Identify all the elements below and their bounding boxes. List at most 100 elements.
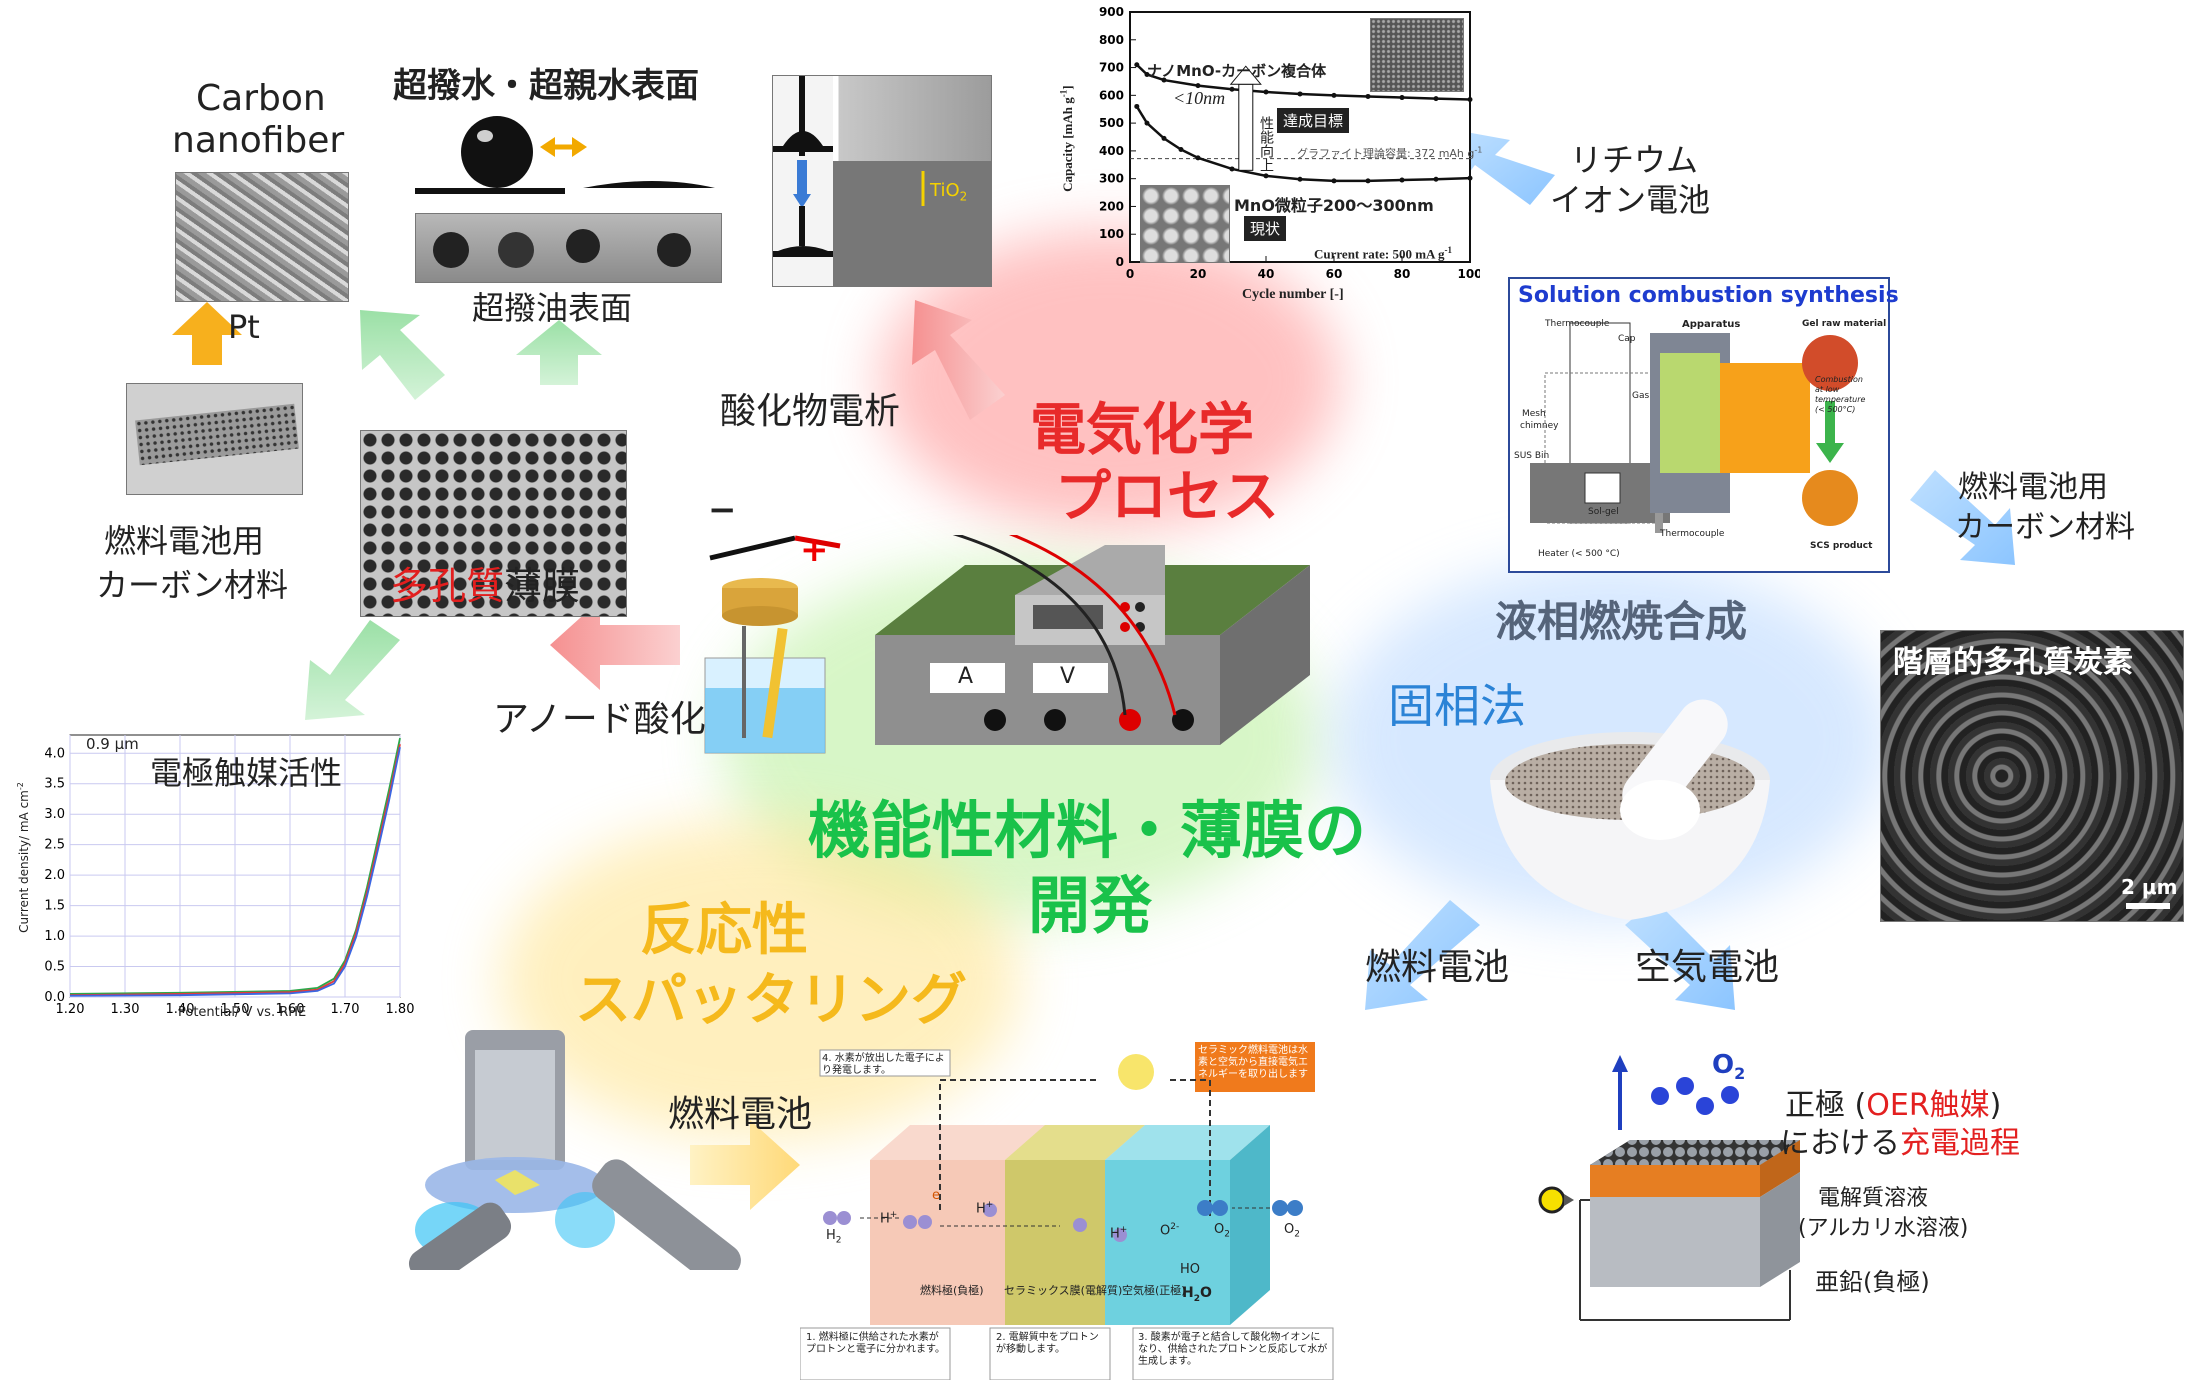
fc-o2-text-1: O xyxy=(1214,1222,1225,1237)
fc-h2o-o: O xyxy=(1199,1285,1212,1301)
cap-xtick-label: 100 xyxy=(1457,267,1480,281)
li-ion-label-1: リチウム xyxy=(1570,141,1699,179)
reactive-sputter-2: スパッタリング xyxy=(575,968,967,1033)
oer-charge-pre: における xyxy=(1780,1126,1900,1161)
cap-composite-label: ナノMnO-カーボン複合体 xyxy=(1147,62,1327,80)
scs-product: SCS product xyxy=(1810,541,1873,551)
fc-hplus-label-3: H+ xyxy=(1110,1225,1127,1241)
oer-o2-label: O2 xyxy=(1712,1050,1745,1083)
arrow-fuelcell-right xyxy=(1365,900,1480,1010)
lsv-ytick-label: 4.0 xyxy=(44,746,65,761)
center-title-1: 機能性材料・薄膜の xyxy=(808,794,1367,867)
lsv-xtick-label: 1.40 xyxy=(166,1002,195,1017)
scs-mesh: Mesh xyxy=(1522,409,1546,419)
tio2-sub: 2 xyxy=(959,189,968,204)
fuel-cell-diagram xyxy=(800,1042,1334,1380)
fc-step2-text: 2. 電解質中をプロトンが移動します。 xyxy=(996,1332,1099,1355)
lsv-ytick-label: 2.5 xyxy=(44,838,65,853)
lsv-series-green-line xyxy=(69,737,401,995)
fc-hplus-label-2: H+ xyxy=(976,1200,993,1216)
arrow-to-carbon-fiber xyxy=(360,310,445,400)
center-title-2: 開発 xyxy=(1028,869,1153,942)
scs-thermocouple-bot: Thermocouple xyxy=(1660,529,1725,539)
oer-close-text: ) xyxy=(1989,1088,2002,1123)
porous-film-sem-image xyxy=(360,430,627,617)
lsv-title: 電極触媒活性 xyxy=(150,754,343,792)
cap-xtick-label: 0 xyxy=(1126,267,1134,281)
electrochem-process-1: 電気化学 xyxy=(1030,398,1254,463)
lsv-ylabel-text: Current density/ mA cm xyxy=(16,790,31,933)
porous-red-text: 多孔質 xyxy=(390,564,505,608)
cap-ytick-label: 500 xyxy=(1099,116,1124,130)
lsv-series-blue-line xyxy=(69,747,401,997)
oleo-droplets xyxy=(433,229,691,268)
fc-step1-text: 1. 燃料極に供給された水素がプロトンと電子に分かれます。 xyxy=(806,1332,945,1355)
cap-lt10-label: <10nm xyxy=(1173,88,1226,108)
scs-panel: Solution combustion synthesis Thermocoup… xyxy=(1508,277,1899,573)
cap-xtick-label: 60 xyxy=(1326,267,1343,281)
lsv-ytick-label: 1.0 xyxy=(44,929,65,944)
fc-o2-sub-1: 2 xyxy=(1224,1229,1230,1240)
arrow-to-hier-carbon xyxy=(1910,470,2015,565)
fc-h2o-h: H xyxy=(1182,1285,1194,1301)
pt-tem-image xyxy=(126,383,303,495)
fc-h2-label: H2 xyxy=(826,1228,842,1246)
fc-o2-text-2: O xyxy=(1284,1222,1295,1237)
carbon-nanofiber-label-1: Carbon xyxy=(196,78,326,119)
oer-o2-text: O xyxy=(1712,1050,1735,1080)
cap-xtick-label: 20 xyxy=(1190,267,1207,281)
oer-electrolyte-1: 電解質溶液 xyxy=(1818,1186,1929,1211)
cap-mno-sem-inset xyxy=(1140,185,1230,263)
cap-improve-label: 性能向上 xyxy=(1258,116,1274,172)
power-supply-v-label: V xyxy=(1060,664,1076,689)
lsv-xtick-label: 1.80 xyxy=(386,1002,415,1017)
arrow-sputter-fc xyxy=(690,1120,800,1210)
anodization-cell-illustration xyxy=(704,535,841,754)
scale-bar-line xyxy=(2126,903,2170,909)
hier-carbon-label: 階層的多孔質炭素 xyxy=(1893,645,2133,680)
scs-heater: Heater (< 500 °C) xyxy=(1538,549,1620,559)
cap-ytick-label: 800 xyxy=(1099,33,1124,47)
arrow-li-ion xyxy=(1455,130,1555,205)
arrow-pt xyxy=(172,302,242,365)
cap-improve-arrow-head xyxy=(1229,65,1262,85)
fc-h2o-sub: 2 xyxy=(1193,1293,1200,1304)
fuel-carbon-right-2: カーボン材料 xyxy=(1955,510,2135,545)
power-supply-a-label: A xyxy=(958,664,974,689)
oer-zinc-label: 亜鉛(負極) xyxy=(1815,1268,1930,1296)
fc-hplus-sup-2: + xyxy=(985,1200,994,1210)
lsv-xtick-label: 1.60 xyxy=(276,1002,305,1017)
fc-ho2-text: HO xyxy=(1180,1262,1201,1277)
blob-sputter-yellow xyxy=(500,820,1020,1140)
scs-gas: Gas xyxy=(1632,391,1650,401)
cap-ytick-label: 300 xyxy=(1099,172,1124,186)
oer-charge-line: における充電過程 xyxy=(1780,1118,2020,1162)
arrow-anodic xyxy=(550,600,680,690)
scs-title: Solution combustion synthesis xyxy=(1518,283,1899,308)
scs-apparatus-schematic xyxy=(1530,322,1858,533)
electrochem-process-2: プロセス xyxy=(1055,465,1279,530)
fuel-cell-mid-label: 燃料電池 xyxy=(668,1094,813,1135)
fc-h2-text: H xyxy=(826,1228,836,1243)
arrow-air-battery xyxy=(1625,900,1735,1010)
oxide-electrodeposition-label: 酸化物電析 xyxy=(720,391,901,432)
arrow-to-lsv xyxy=(305,620,400,720)
fc-o2-label-2: O2 xyxy=(1284,1222,1300,1240)
oer-charge-red: 充電過程 xyxy=(1900,1126,2020,1161)
tio2-illustration xyxy=(773,76,991,286)
lsv-series-red-line xyxy=(69,743,401,997)
tio2-text: TiO xyxy=(930,180,960,201)
oer-catalyst-text: OER触媒 xyxy=(1866,1088,1990,1123)
porous-film-label: 多孔質薄膜 xyxy=(390,555,580,610)
fc-ceramic-note: セラミック燃料電池は水素と空気から直接電気エネルギーを取り出します xyxy=(1198,1045,1308,1080)
anodic-plus-sign: + xyxy=(800,530,829,570)
droplet-illustration xyxy=(415,116,715,194)
fc-o2minus-label: O2- xyxy=(1160,1222,1179,1238)
hier-carbon-sem-image: 階層的多孔質炭素 2 μm xyxy=(1880,630,2184,922)
fc-o2minus-sup: 2- xyxy=(1170,1222,1180,1232)
tio2-electrodeposition-image xyxy=(772,75,992,287)
cap-ytick-label: 400 xyxy=(1099,144,1124,158)
cap-composite-sem-inset xyxy=(1370,18,1464,92)
porous-black-text: 薄膜 xyxy=(504,564,581,608)
lsv-xtick-label: 1.20 xyxy=(56,1002,85,1017)
